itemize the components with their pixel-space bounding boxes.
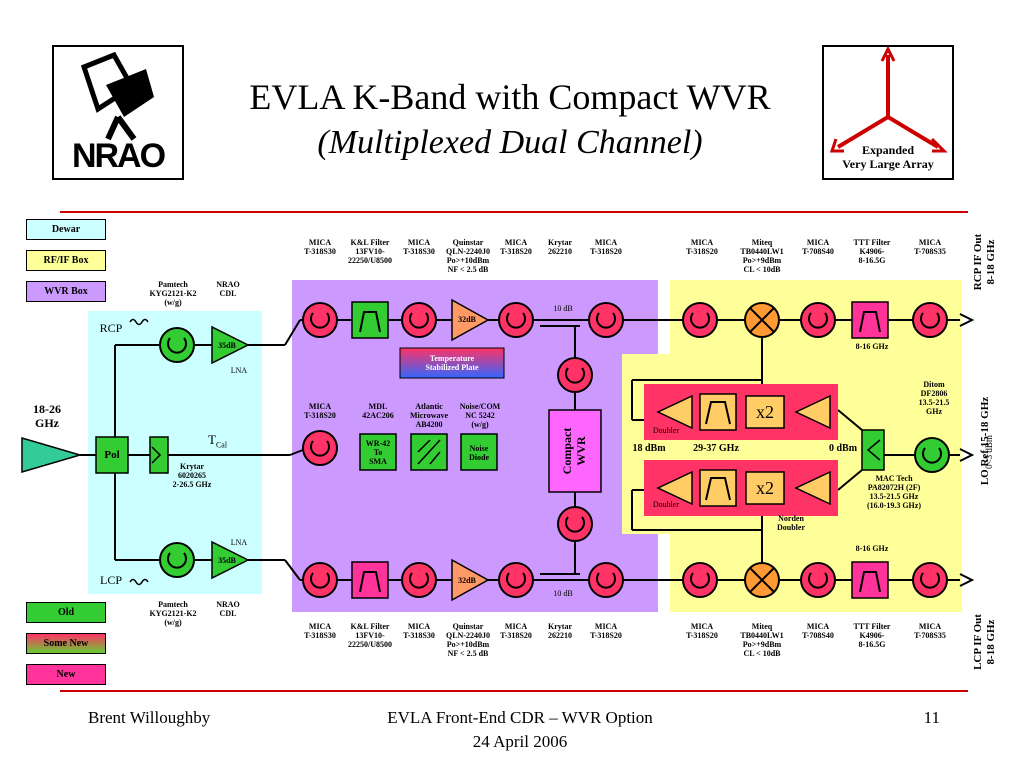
lo-ref-power-label: 0<3 dBm — [984, 435, 994, 469]
noisecom-label: Noise/COM NC 5242 (w/g) — [459, 402, 501, 429]
evla-logo: Expanded Very Large Array — [822, 45, 954, 180]
ttt-filter-top: TTT Filter K4906- 8-16.5G — [853, 238, 891, 265]
pamtech-top: Pamtech KYG2121-K2 (w/g) — [149, 280, 197, 307]
quinstar-bottom: Quinstar QLN-2240J0 Po>+10dBm NF < 2.5 d… — [446, 622, 490, 658]
doubler-label-top: Doubler — [652, 426, 680, 435]
amp35-bottom: 35dB — [218, 556, 236, 565]
ttt-filter-bottom: TTT Filter K4906- 8-16.5G — [853, 622, 891, 649]
amp35-top: 35dB — [218, 341, 236, 350]
krytar-bottom: Krytar 262210 — [548, 622, 572, 640]
noise-diode-label: Noise Diode — [469, 444, 489, 462]
mdl-label: MDL 42AC206 — [362, 402, 394, 420]
page-title: EVLA K-Band with Compact WVR — [249, 77, 771, 117]
x2-top: x2 — [756, 402, 774, 422]
nrao-logo: NRAO — [52, 45, 184, 180]
legend-new: New — [26, 664, 106, 685]
mica-708s35-top: MICA T-708S35 — [914, 238, 946, 256]
norden-label: Norden Doubler — [777, 514, 805, 532]
tcal-sub: Cal — [215, 440, 228, 450]
mica-318s30-bottom-1: MICA T-318S30 — [304, 622, 336, 640]
ten-db-top: 10 dB — [553, 304, 573, 313]
amp32-bottom: 32dB — [458, 576, 476, 585]
temp-plate-label: Temperature Stabilized Plate — [425, 354, 479, 372]
wr42-label: WR-42 To SMA — [365, 439, 391, 466]
mica-318s20-top-1: MICA T-318S20 — [500, 238, 532, 256]
mica-318s30-top-2: MICA T-318S30 — [403, 238, 435, 256]
footer-date: 24 April 2006 — [472, 732, 568, 751]
dbm18-label: 18 dBm — [632, 443, 666, 454]
lcp-if-out-label: LCP IF Out 8-18 GHz — [972, 614, 997, 670]
pol-label: Pol — [104, 449, 120, 461]
rcp-if-out-label: RCP IF Out 8-18 GHz — [972, 233, 997, 291]
mica-318s20-mid: MICA T-318S20 — [304, 402, 336, 420]
mactech-label: MAC Tech PA82072H (2F) 13.5-21.5 GHz (16… — [867, 474, 921, 510]
footer-page-number: 11 — [923, 708, 940, 727]
input-freq-label: 18-26 GHz — [33, 402, 61, 430]
kl-filter-bottom: K&L Filter 13FV10- 22250/U8500 — [348, 622, 392, 649]
miteq-top: Miteq TB0440LW1 Po>+9dBm CL < 10dB — [740, 238, 784, 274]
compact-wvr-label: Compact WVR — [560, 427, 588, 475]
footer-author: Brent Willoughby — [88, 708, 211, 727]
mica-318s20-bottom-1: MICA T-318S20 — [500, 622, 532, 640]
rcp-label: RCP — [99, 321, 123, 335]
quinstar-top: Quinstar QLN-2240J0 Po>+10dBm NF < 2.5 d… — [446, 238, 490, 274]
mica-318s20-top-2: MICA T-318S20 — [590, 238, 622, 256]
amp32-top: 32dB — [458, 315, 476, 324]
mica-708s35-bottom: MICA T-708S35 — [914, 622, 946, 640]
ditom-label: Ditom DF2806 13.5-21.5 GHz — [918, 380, 950, 416]
miteq-bottom: Miteq TB0440LW1 Po>+9dBm CL < 10dB — [740, 622, 784, 658]
page-subtitle: (Multiplexed Dual Channel) — [317, 124, 703, 161]
legend-old: Old — [26, 602, 106, 623]
x2-bottom: x2 — [756, 478, 774, 498]
ten-db-bottom: 10 dB — [553, 589, 573, 598]
nrao-cdl-top: NRAO CDL — [216, 280, 240, 298]
pamtech-bottom: Pamtech KYG2121-K2 (w/g) — [149, 600, 197, 627]
krytar-top: Krytar 262210 — [548, 238, 572, 256]
krytar-coupler-label: Krytar 6020265 2-26.5 GHz — [172, 462, 212, 489]
bottom-rule — [60, 690, 968, 692]
mica-708s40-top: MICA T-708S40 — [802, 238, 834, 256]
evla-logo-text-1: Expanded — [861, 143, 915, 157]
legend-dewar: Dewar — [26, 219, 106, 240]
mica-318s20-rf-bottom: MICA T-318S20 — [686, 622, 718, 640]
lna-label-bottom: LNA — [230, 538, 248, 547]
mica-318s20-bottom-2: MICA T-318S20 — [590, 622, 622, 640]
mica-318s30-top-1: MICA T-318S30 — [304, 238, 336, 256]
tcal-label: TCal — [208, 432, 227, 450]
atlantic-label: Atlantic Microwave AB4200 — [409, 402, 449, 429]
mica-708s40-bottom: MICA T-708S40 — [802, 622, 834, 640]
legend-some-new: Some New — [26, 633, 106, 654]
top-rule — [60, 211, 968, 213]
mica-318s20-rf-top: MICA T-318S20 — [686, 238, 718, 256]
evla-logo-text-2: Very Large Array — [842, 157, 934, 171]
kl-filter-top: K&L Filter 13FV10- 22250/U8500 — [348, 238, 392, 265]
footer-title: EVLA Front-End CDR – WVR Option — [387, 708, 653, 727]
band816-bottom: 8-16 GHz — [855, 544, 889, 553]
ghz2937-label: 29-37 GHz — [693, 443, 739, 454]
dbm0-label: 0 dBm — [828, 443, 858, 454]
tcal-text: T — [208, 432, 216, 447]
band816-top: 8-16 GHz — [855, 342, 889, 351]
nrao-cdl-bottom: NRAO CDL — [216, 600, 240, 618]
nrao-logo-text: NRAO — [71, 137, 166, 175]
mica-318s30-bottom-2: MICA T-318S30 — [403, 622, 435, 640]
legend-wvr: WVR Box — [26, 281, 106, 302]
lcp-label: LCP — [99, 573, 122, 587]
doubler-label-bottom: Doubler — [652, 500, 680, 509]
lna-label-top: LNA — [230, 366, 248, 375]
legend-rfif: RF/IF Box — [26, 250, 106, 271]
